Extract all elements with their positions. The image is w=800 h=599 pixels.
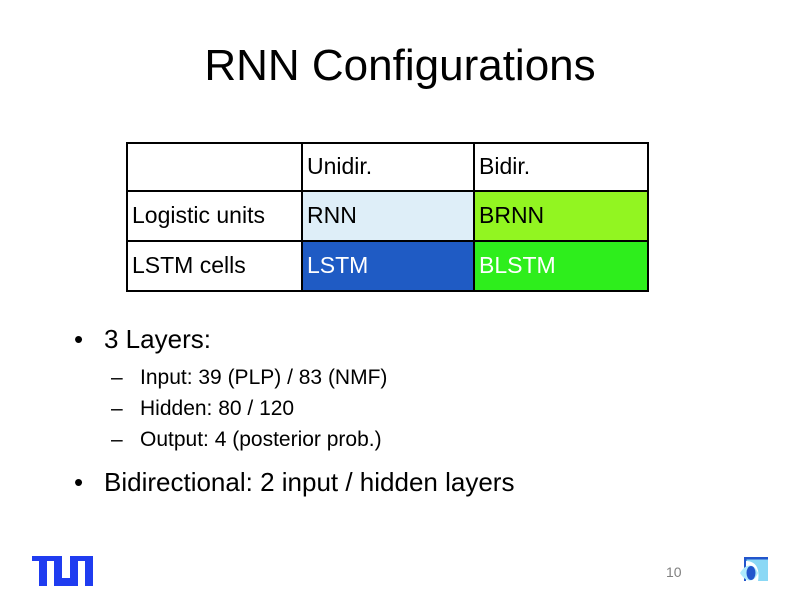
list-item: – Hidden: 80 / 120 bbox=[66, 393, 726, 424]
list-item: – Output: 4 (posterior prob.) bbox=[66, 424, 726, 455]
dash-marker-icon: – bbox=[111, 397, 123, 420]
list-item: • Bidirectional: 2 input / hidden layers bbox=[66, 465, 726, 499]
table-header-row: Unidir. Bidir. bbox=[126, 142, 649, 192]
dash-marker-icon: – bbox=[111, 428, 123, 451]
row-label-logistic-units: Logistic units bbox=[126, 190, 303, 242]
table-header-corner bbox=[126, 142, 303, 192]
table-row: Logistic units RNN BRNN bbox=[126, 190, 649, 242]
dash-marker-icon: – bbox=[111, 366, 123, 389]
cell-rnn: RNN bbox=[301, 190, 475, 242]
table-header-unidir: Unidir. bbox=[301, 142, 475, 192]
bullet-marker-icon: • bbox=[74, 324, 84, 354]
list-item-label: Hidden: 80 / 120 bbox=[140, 397, 295, 420]
row-label-lstm-cells: LSTM cells bbox=[126, 240, 303, 292]
table-header-bidir: Bidir. bbox=[473, 142, 649, 192]
list-item-label: Input: 39 (PLP) / 83 (NMF) bbox=[140, 366, 388, 389]
table-row: LSTM cells LSTM BLSTM bbox=[126, 240, 649, 292]
list-item-label: Bidirectional: 2 input / hidden layers bbox=[104, 467, 515, 497]
list-item: – Input: 39 (PLP) / 83 (NMF) bbox=[66, 362, 726, 393]
bullet-list: • 3 Layers: – Input: 39 (PLP) / 83 (NMF)… bbox=[66, 322, 726, 503]
institute-logo-icon bbox=[740, 557, 768, 581]
tum-logo-icon bbox=[32, 556, 93, 586]
list-item-label: Output: 4 (posterior prob.) bbox=[140, 428, 382, 451]
rnn-configurations-table: Unidir. Bidir. Logistic units RNN BRNN L… bbox=[126, 142, 649, 292]
page-title: RNN Configurations bbox=[204, 41, 596, 90]
sub-bullet-group: – Input: 39 (PLP) / 83 (NMF) – Hidden: 8… bbox=[66, 362, 726, 455]
list-item-label: 3 Layers: bbox=[104, 324, 211, 354]
page-number: 10 bbox=[666, 564, 682, 580]
cell-brnn: BRNN bbox=[473, 190, 649, 242]
bullet-marker-icon: • bbox=[74, 467, 84, 497]
cell-blstm: BLSTM bbox=[473, 240, 649, 292]
list-item: • 3 Layers: bbox=[66, 322, 726, 356]
cell-lstm: LSTM bbox=[301, 240, 475, 292]
